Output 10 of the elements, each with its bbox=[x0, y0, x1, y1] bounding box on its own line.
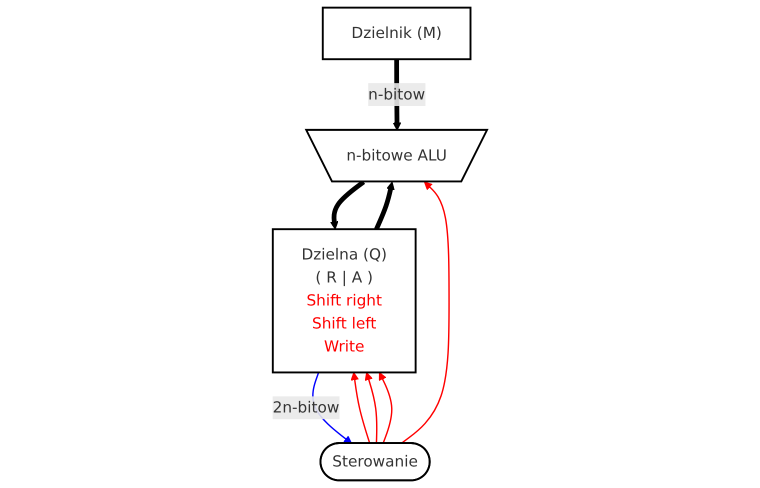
arrow bbox=[379, 372, 393, 444]
arrow bbox=[350, 372, 371, 444]
edge-label: 2n-bitow bbox=[272, 398, 340, 416]
arrow bbox=[400, 182, 450, 444]
node-box: Dzielnik (M) bbox=[322, 6, 472, 60]
arrow bbox=[364, 372, 378, 444]
arrow bbox=[374, 182, 395, 230]
node-box: Dzielna (Q) ( R | A ) Shift right Shift left Write bbox=[272, 228, 417, 374]
arrow bbox=[330, 180, 366, 230]
edge-label: n-bitow bbox=[368, 84, 426, 104]
